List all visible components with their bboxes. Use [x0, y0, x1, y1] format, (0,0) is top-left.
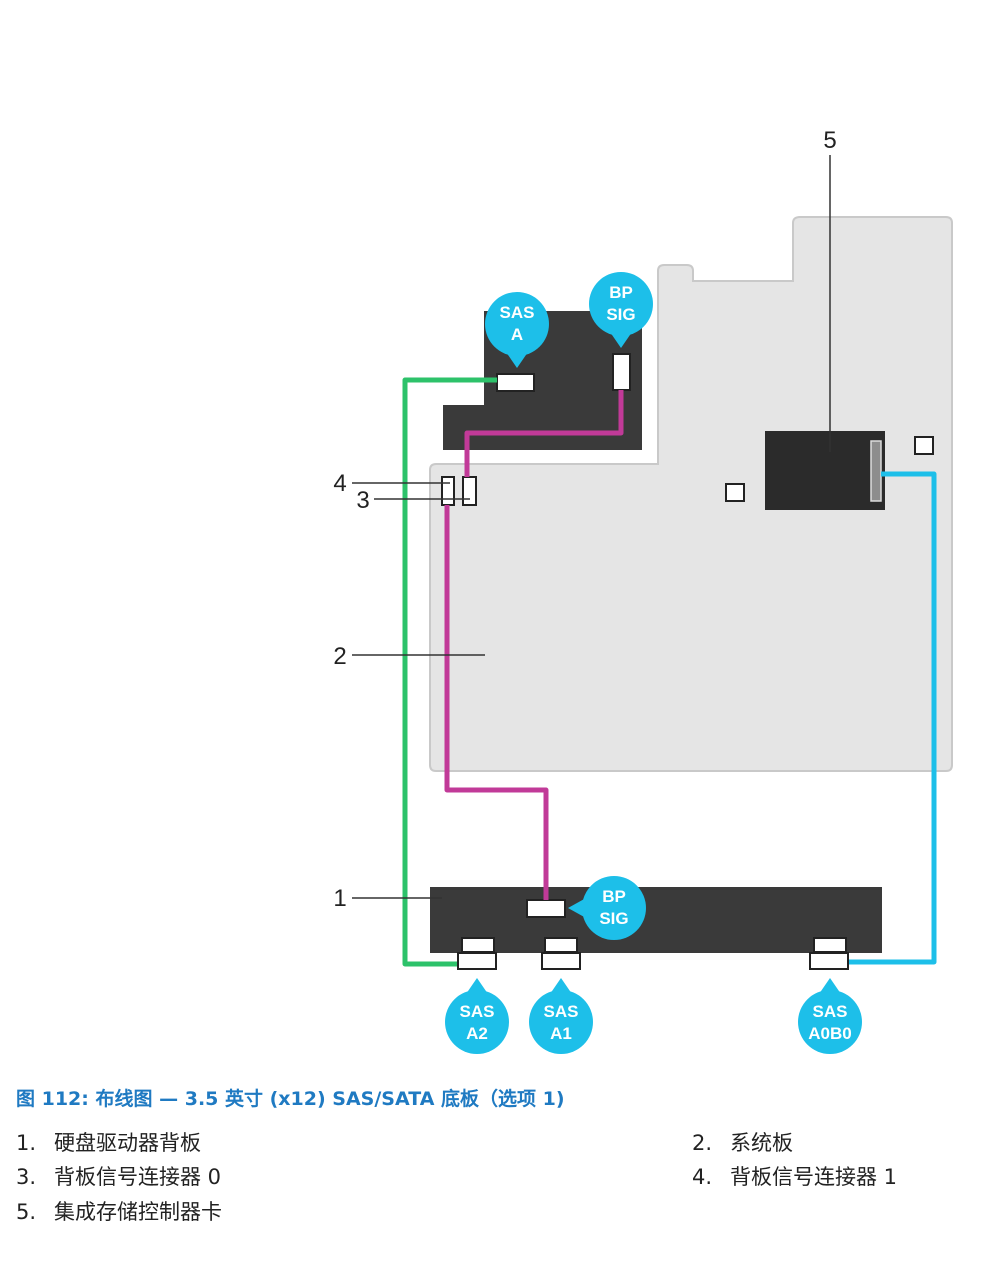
- svg-text:SAS: SAS: [544, 1002, 579, 1021]
- svg-text:BP: BP: [609, 283, 633, 302]
- green-sas-cable: [402, 377, 497, 967]
- svg-text:A0B0: A0B0: [808, 1024, 851, 1043]
- backplane-bp-sig-connector: [526, 899, 566, 918]
- storage-controller-card: [765, 431, 885, 510]
- bp-sig-connector-0: [462, 476, 477, 506]
- callout-number-5: 5: [823, 127, 836, 154]
- sas-a1-connector: [541, 937, 581, 970]
- legend-number: 1.: [16, 1131, 37, 1155]
- sas-a0b0-connector: [809, 937, 849, 970]
- svg-text:A: A: [511, 325, 523, 344]
- svg-text:SAS: SAS: [500, 303, 535, 322]
- bubble-sas-a1: SAS A1: [529, 978, 593, 1054]
- legend-label: 集成存储控制器卡: [54, 1200, 222, 1224]
- blue-sas-cable: [846, 471, 937, 965]
- magenta-bp-sig-cable-top: [464, 390, 624, 477]
- legend-item-1: 1. 硬盘驱动器背板: [16, 1127, 201, 1157]
- legend-item-3: 3. 背板信号连接器 0: [16, 1161, 221, 1191]
- bubble-sas-a0b0: SAS A0B0: [798, 978, 862, 1054]
- board-component: [725, 483, 745, 502]
- bubble-bp-sig-bottom: BP SIG: [568, 876, 646, 940]
- callout-number-3: 3: [356, 487, 369, 514]
- svg-text:SIG: SIG: [606, 305, 635, 324]
- svg-text:BP: BP: [602, 887, 626, 906]
- callout-number-2: 2: [333, 643, 346, 670]
- legend-item-4: 4. 背板信号连接器 1: [692, 1161, 897, 1191]
- hard-drive-backplane: [430, 887, 882, 953]
- legend-number: 3.: [16, 1165, 37, 1189]
- top-bp-sig-connector: [612, 353, 631, 391]
- board-component: [914, 436, 934, 455]
- top-dark-board: [443, 311, 642, 450]
- legend-number: 5.: [16, 1200, 37, 1224]
- legend-number: 4.: [692, 1165, 713, 1189]
- system-board: [429, 216, 953, 772]
- legend-item-2: 2. 系统板: [692, 1127, 793, 1157]
- legend-label: 背板信号连接器 0: [54, 1165, 222, 1189]
- svg-text:SIG: SIG: [599, 909, 628, 928]
- sas-a2-connector: [457, 937, 497, 970]
- cabling-diagram: 5 4 3 2 1 SAS A BP SIG BP SIG SAS A2 SAS…: [333, 127, 953, 1054]
- magenta-bp-sig-cable-bottom: [444, 505, 549, 900]
- legend-label: 硬盘驱动器背板: [54, 1131, 201, 1155]
- legend-label: 系统板: [730, 1131, 793, 1155]
- legend-item-5: 5. 集成存储控制器卡: [16, 1196, 222, 1226]
- svg-text:SAS: SAS: [460, 1002, 495, 1021]
- svg-text:A1: A1: [550, 1024, 572, 1043]
- bubble-sas-a2: SAS A2: [445, 978, 509, 1054]
- bp-sig-connector-1: [441, 476, 455, 506]
- controller-card-connector: [870, 440, 882, 502]
- legend-label: 背板信号连接器 1: [730, 1165, 898, 1189]
- bubble-bp-sig-top: BP SIG: [589, 272, 653, 348]
- callout-number-1: 1: [333, 885, 346, 912]
- callout-number-4: 4: [333, 470, 346, 497]
- figure-caption: 图 112: 布线图 — 3.5 英寸 (x12) SAS/SATA 底板（选项…: [16, 1088, 565, 1110]
- legend-number: 2.: [692, 1131, 713, 1155]
- svg-text:SAS: SAS: [813, 1002, 848, 1021]
- top-sas-a-connector: [496, 373, 535, 392]
- svg-text:A2: A2: [466, 1024, 488, 1043]
- bubble-sas-a: SAS A: [485, 292, 549, 368]
